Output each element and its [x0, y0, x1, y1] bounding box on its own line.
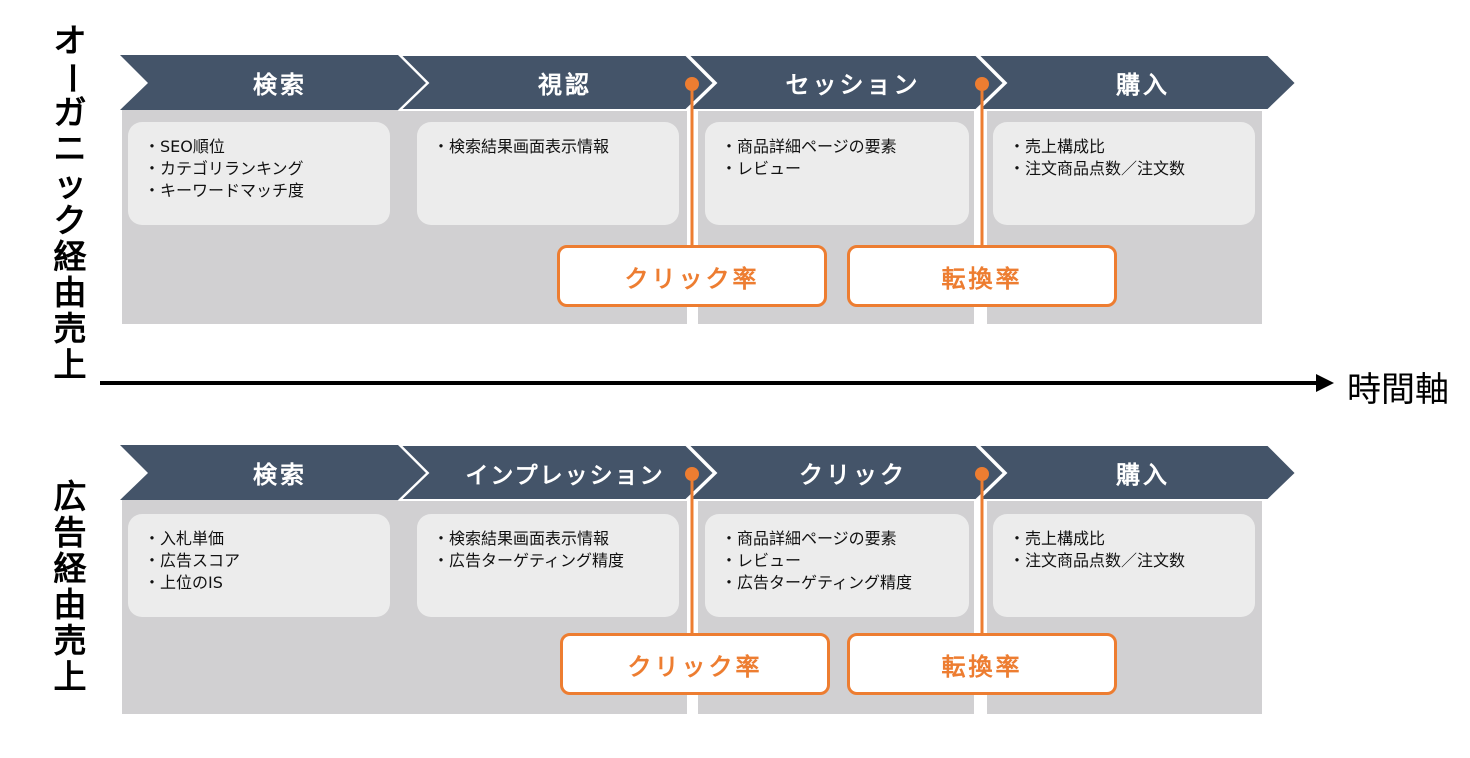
- card-item: ・売上構成比: [1009, 529, 1106, 548]
- chevron-r2-s4: [975, 444, 1298, 501]
- row-label-char: 売: [53, 309, 87, 348]
- card-item: ・広告スコア: [144, 551, 241, 570]
- row-label-char: 由: [53, 273, 87, 312]
- row-label-char: ニ: [53, 129, 87, 168]
- stage-title-r1-s4: 購入: [1116, 71, 1170, 99]
- card-item: ・キーワードマッチ度: [144, 181, 305, 200]
- card-item: ・上位のIS: [144, 573, 223, 592]
- row-label-char: 経: [53, 549, 87, 588]
- card-item: ・商品詳細ページの要素: [721, 137, 897, 156]
- row-label-char: オ: [53, 21, 87, 60]
- row-label-organic: オーガニック経由売上: [44, 24, 96, 384]
- row-label-char: 上: [53, 345, 87, 384]
- row-label-char: 広: [53, 477, 87, 516]
- row-label-char: 由: [53, 585, 87, 624]
- stage-title-r2-s3: クリック: [799, 461, 907, 489]
- card-item: ・レビュー: [721, 551, 802, 570]
- row-label-char: ガ: [53, 93, 87, 132]
- card-item: ・売上構成比: [1009, 137, 1106, 156]
- row-label-char: 経: [53, 237, 87, 276]
- card-r2-s1: ・入札単価・広告スコア・上位のIS: [128, 514, 390, 617]
- row-label-ads: 広告経由売上: [44, 480, 96, 696]
- card-r1-s2: ・検索結果画面表示情報: [417, 122, 679, 225]
- card-r2-s4: ・売上構成比・注文商品点数／注文数: [993, 514, 1255, 617]
- row-label-char: 告: [53, 513, 87, 552]
- chevron-r1-s1: [120, 55, 426, 110]
- card-item: ・検索結果画面表示情報: [433, 137, 610, 156]
- stage-title-r2-s4: 購入: [1116, 461, 1170, 489]
- timeline-label: 時間軸: [1347, 370, 1449, 410]
- card-item: ・カテゴリランキング: [144, 159, 304, 178]
- connector-dot-r2-cvr: [975, 467, 989, 481]
- stage-title-r2-s1: 検索: [253, 461, 307, 489]
- chevron-r1-s4: [975, 54, 1298, 111]
- chevron-r2-s1: [120, 445, 426, 500]
- card-item: ・注文商品点数／注文数: [1009, 551, 1186, 570]
- card-item: ・広告ターゲティング精度: [433, 551, 625, 570]
- stage-title-r2-s2: インプレッション: [465, 462, 665, 489]
- card-r2-s2: ・検索結果画面表示情報・広告ターゲティング精度: [417, 514, 679, 617]
- metric-r2-click-rate: クリック率: [560, 633, 830, 695]
- metric-r1-conversion-rate: 転換率: [847, 245, 1117, 307]
- timeline-arrow-head: [1316, 374, 1334, 392]
- card-r1-s1: ・SEO順位・カテゴリランキング・キーワードマッチ度: [128, 122, 390, 225]
- stage-title-r1-s1: 検索: [253, 71, 307, 99]
- connector-dot-r1-ctr: [685, 77, 699, 91]
- chevron-r1-s3: [685, 54, 1006, 111]
- row-label-char: ク: [53, 201, 87, 240]
- card-r1-s3: ・商品詳細ページの要素・レビュー: [705, 122, 969, 225]
- card-item: ・入札単価: [144, 529, 225, 548]
- card-r1-s4: ・売上構成比・注文商品点数／注文数: [993, 122, 1255, 225]
- card-item: ・商品詳細ページの要素: [721, 529, 897, 548]
- card-r2-s3: ・商品詳細ページの要素・レビュー・広告ターゲティング精度: [705, 514, 969, 617]
- metric-r1-click-rate: クリック率: [557, 245, 827, 307]
- row-label-char: ッ: [53, 165, 87, 204]
- stage-title-r1-s2: 視認: [538, 71, 592, 99]
- row-label-char: 上: [53, 657, 87, 696]
- stage-title-r1-s3: セッション: [785, 71, 921, 99]
- card-item: ・検索結果画面表示情報: [433, 529, 610, 548]
- card-item: ・レビュー: [721, 159, 802, 178]
- connector-dot-r2-ctr: [685, 467, 699, 481]
- row-label-char: 売: [53, 621, 87, 660]
- card-item: ・注文商品点数／注文数: [1009, 159, 1186, 178]
- connector-dot-r1-cvr: [975, 77, 989, 91]
- chevron-r1-s2: [397, 54, 716, 111]
- chevron-r2-s3: [685, 444, 1006, 501]
- card-item: ・広告ターゲティング精度: [721, 573, 913, 592]
- card-item: ・SEO順位: [144, 137, 225, 156]
- chevron-r2-s2: [397, 444, 716, 501]
- metric-r2-conversion-rate: 転換率: [847, 633, 1117, 695]
